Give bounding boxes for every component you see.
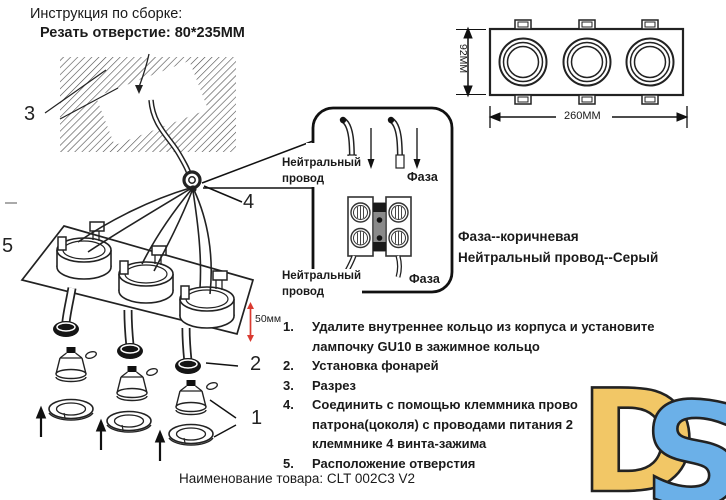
neutral-wire-label-line2: провод (282, 172, 325, 185)
wire-ring (182, 170, 202, 193)
product-name: Наименование товара: CLT 002C3 V2 (179, 471, 415, 486)
up-arrows (35, 405, 166, 461)
step-number: 4. (283, 397, 294, 412)
step-text: Разрез (312, 376, 356, 396)
phase-wire-label-bottom: Фаза (409, 272, 440, 286)
step-number: 3. (283, 377, 294, 393)
down-arrow-icon (367, 128, 375, 169)
height-dimension-label: 92MM (457, 44, 469, 74)
step-row: 5. Расположение отверстия (283, 454, 693, 474)
depth-label-50mm: 50мм (255, 313, 282, 325)
socket-cup (53, 321, 79, 337)
step-row: 4. Соединить с помощью клеммника прово п… (283, 395, 693, 454)
wire-color-note: Фаза--коричневая Нейтральный провод--Сер… (458, 226, 658, 268)
terminal-screws (350, 202, 409, 249)
callout-box (306, 106, 454, 294)
phase-wire-label-top: Фаза (407, 170, 438, 184)
part-label-3: 3 (24, 103, 36, 125)
part-label-2: 2 (250, 353, 262, 375)
part-label-1: 1 (251, 407, 263, 429)
fixture-top-view (488, 19, 685, 105)
screw (146, 368, 158, 376)
step-line: Удалите внутреннее кольцо из корпуса и у… (312, 319, 655, 334)
logo-letter-d: D (583, 383, 697, 500)
step-line: лампочку GU10 в зажимное кольцо (312, 338, 540, 354)
gu10-bulb (55, 347, 87, 383)
step-row: 3. Разрез (283, 376, 693, 396)
step-text: Установка фонарей (312, 356, 439, 376)
mounting-plate (20, 225, 255, 336)
step-line: Соединить с помощью клеммника прово (312, 397, 578, 412)
step-line: Разрез (312, 377, 356, 393)
step-line: Установка фонарей (312, 358, 439, 373)
gu10-bulb (175, 380, 207, 416)
step-line: патрона(цоколя) с проводами питания 2 (312, 416, 573, 432)
neutral-color-note: Нейтральный провод--Серый (458, 250, 659, 265)
step-line: клеммнике 4 винта-зажима (312, 436, 487, 451)
insert-arrow-icon (135, 53, 150, 94)
power-cable (148, 99, 192, 175)
neutral-wire-label-line1: Нейтральный (282, 270, 362, 282)
neutral-wire-label-bottom: Нейтральный провод (281, 269, 363, 300)
lamp-arms (53, 287, 201, 374)
lamp-cylinder (118, 245, 174, 304)
gu10-bulbs (55, 347, 218, 416)
trim-ring (48, 398, 94, 421)
trim-ring (106, 410, 152, 433)
socket-cup (175, 358, 201, 374)
terminal-block (340, 196, 412, 280)
mounting-clips (514, 19, 659, 105)
trim-rings (48, 398, 214, 446)
screw (206, 382, 218, 390)
cut-hole-note: Резать отверстие: 80*235MM (40, 25, 245, 41)
screw (85, 351, 97, 359)
neutral-wire-label-line1: Нейтральный (282, 157, 362, 169)
assembly-steps-list: 1. Удалите внутреннее кольцо из корпуса … (283, 317, 693, 473)
depth-dimension-line (247, 302, 254, 342)
page-title: Инструкция по сборке: (30, 6, 183, 22)
lamp-cylinders (56, 221, 235, 329)
ceiling-cutout-hatch (44, 53, 236, 152)
step-row: 2. Установка фонарей (283, 356, 693, 376)
step-number: 5. (283, 455, 294, 471)
trim-ring (168, 423, 214, 446)
socket-cup (117, 343, 143, 359)
step-number: 1. (283, 319, 294, 334)
step-text: Удалите внутреннее кольцо из корпуса и у… (312, 317, 654, 356)
part-label-5: 5 (2, 235, 14, 257)
step-number: 2. (283, 358, 294, 373)
step-row: 1. Удалите внутреннее кольцо из корпуса … (283, 317, 693, 356)
lamp-cylinder (179, 270, 235, 329)
lamp-cylinder (56, 221, 112, 280)
wire-fan (77, 187, 213, 295)
step-line: Расположение отверстия (312, 455, 476, 471)
phase-color-note: Фаза--коричневая (458, 229, 579, 244)
neutral-wire-label-top: Нейтральный провод (281, 156, 363, 187)
part-label-4: 4 (243, 191, 255, 213)
ds-logo: D S (583, 383, 726, 500)
neutral-wire-label-line2: провод (282, 285, 325, 298)
part-leader-lines (205, 362, 239, 438)
step-text: Соединить с помощью клеммника прово патр… (312, 395, 578, 454)
gu10-bulb (116, 366, 148, 402)
width-dimension-label: 260MM (560, 110, 605, 122)
logo-letter-s: S (643, 383, 726, 500)
step-text: Расположение отверстия (312, 454, 475, 474)
down-arrow-icon (413, 128, 421, 169)
